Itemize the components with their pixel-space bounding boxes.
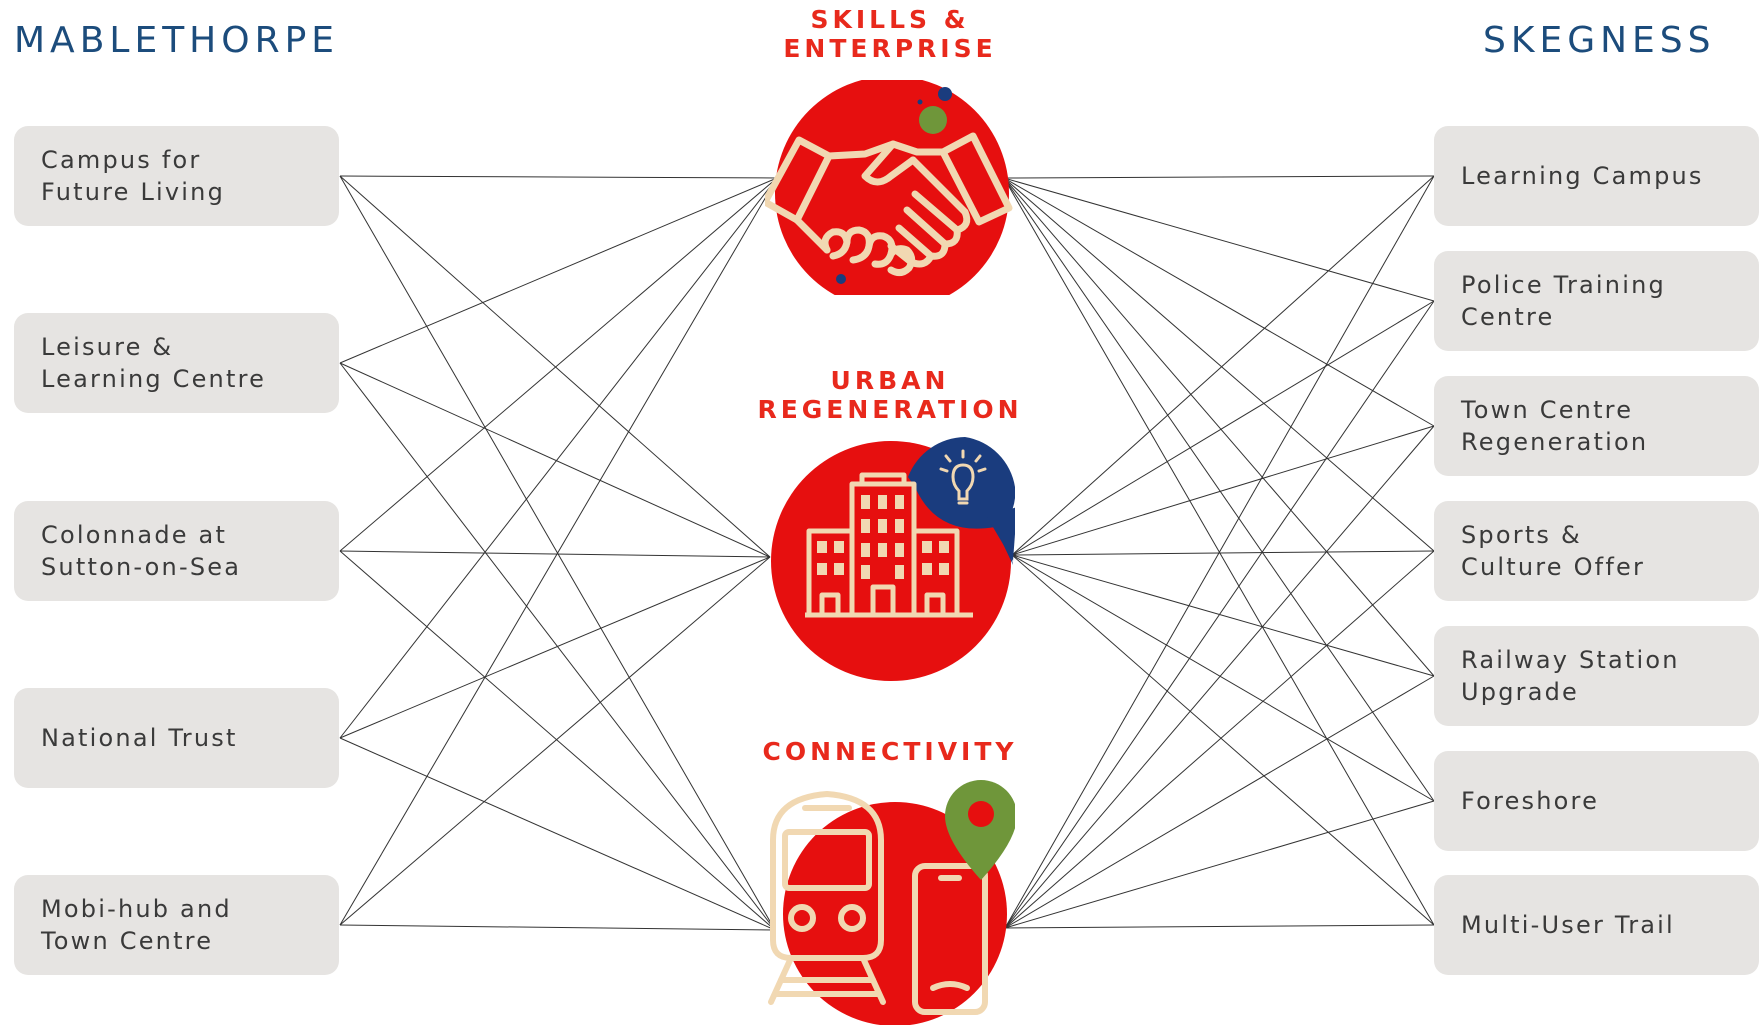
connector-line: [1003, 177, 1435, 926]
buildings-lightbulb-icon: [771, 437, 1015, 681]
project-label: Colonnade at Sutton-on-Sea: [41, 521, 242, 581]
skegness-project-police-training-centre: Police Training Centre: [1434, 251, 1759, 351]
mablethorpe-project-mobi-hub: Mobi-hub and Town Centre: [14, 875, 339, 975]
connector-line: [1004, 800, 1435, 929]
connector-line: [339, 175, 771, 558]
connector-line: [1003, 177, 1435, 552]
connector-line: [1011, 550, 1435, 556]
skegness-project-railway-station: Railway Station Upgrade: [1434, 626, 1759, 726]
connector-line: [1011, 175, 1435, 556]
mablethorpe-project-leisure-learning-centre: Leisure & Learning Centre: [14, 313, 339, 413]
connector-line: [339, 362, 771, 558]
project-label: Learning Campus: [1461, 162, 1704, 190]
mablethorpe-project-colonnade: Colonnade at Sutton-on-Sea: [14, 501, 339, 601]
project-label: Railway Station Upgrade: [1461, 646, 1680, 706]
connector-line: [339, 550, 771, 558]
mablethorpe-project-campus-for-future-living: Campus for Future Living: [14, 126, 339, 226]
skegness-project-learning-campus: Learning Campus: [1434, 126, 1759, 226]
connector-line: [339, 550, 776, 931]
connector-line: [1011, 554, 1435, 802]
connector-line: [339, 924, 776, 931]
connector-line: [1004, 924, 1435, 929]
mablethorpe-project-national-trust: National Trust: [14, 688, 339, 788]
theme-label-urban-regeneration: URBAN REGENERATION: [757, 366, 1023, 424]
project-label: Police Training Centre: [1461, 271, 1666, 331]
connector-line: [339, 556, 771, 739]
train-phone-location-icon: [768, 780, 1015, 1025]
connector-line: [339, 177, 778, 926]
connector-line: [1011, 300, 1435, 556]
project-label: Sports & Culture Offer: [1461, 521, 1646, 581]
skegness-project-sports-culture: Sports & Culture Offer: [1434, 501, 1759, 601]
skegness-project-foreshore: Foreshore: [1434, 751, 1759, 851]
connector-line: [1004, 550, 1435, 929]
connector-line: [1003, 177, 1435, 302]
connector-line: [1004, 675, 1435, 929]
connector-line: [1011, 554, 1435, 926]
project-label: Multi-User Trail: [1461, 911, 1675, 939]
handshake-icon: [765, 80, 1013, 295]
connector-line: [339, 177, 778, 364]
skegness-title: SKEGNESS: [1483, 20, 1716, 61]
project-label: Leisure & Learning Centre: [41, 333, 267, 393]
connector-line: [1004, 425, 1435, 929]
skegness-project-town-centre-regeneration: Town Centre Regeneration: [1434, 376, 1759, 476]
skegness-project-multi-user-trail: Multi-User Trail: [1434, 875, 1759, 975]
connector-line: [1003, 177, 1435, 802]
connector-line: [1003, 177, 1435, 677]
project-label: Foreshore: [1461, 787, 1600, 815]
connector-line: [1003, 177, 1435, 427]
connector-line: [339, 175, 778, 179]
project-label: National Trust: [41, 724, 238, 752]
mablethorpe-title: MABLETHORPE: [14, 20, 340, 61]
connector-line: [1011, 554, 1435, 677]
connector-line: [339, 177, 778, 739]
theme-label-skills-enterprise: SKILLS & ENTERPRISE: [783, 5, 997, 63]
connector-line: [339, 556, 771, 926]
project-label: Campus for Future Living: [41, 146, 226, 206]
theme-label-connectivity: CONNECTIVITY: [762, 737, 1018, 766]
connector-line: [1003, 175, 1435, 179]
connector-line: [339, 737, 776, 931]
project-label: Mobi-hub and Town Centre: [41, 895, 232, 955]
connector-line: [1011, 425, 1435, 556]
connector-line: [339, 177, 778, 552]
project-label: Town Centre Regeneration: [1461, 396, 1649, 456]
